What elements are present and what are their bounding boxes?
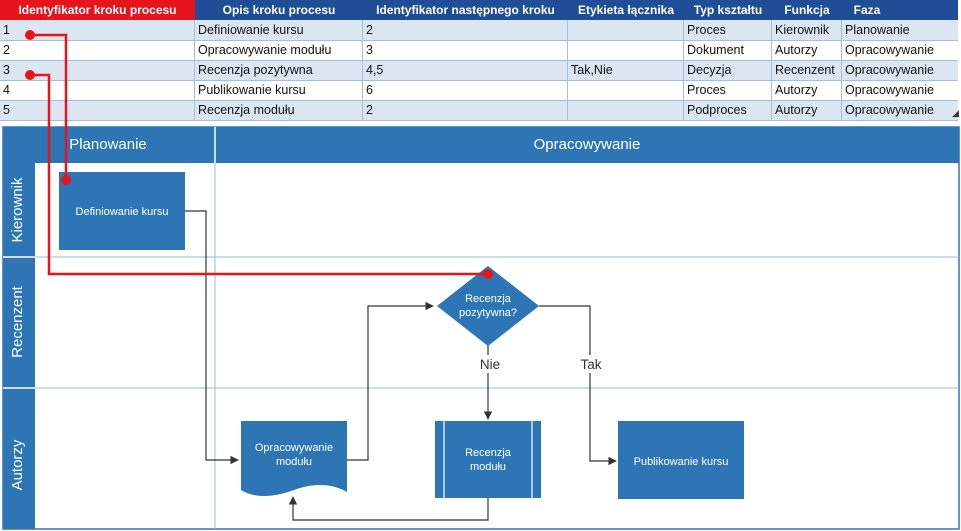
cell-step-desc[interactable]: Recenzja pozytywna [198,63,313,77]
lane-label-reviewer[interactable]: Recenzent [9,285,26,358]
table-row[interactable]: 5 Recenzja modułu 2 Podproces Autorzy Op… [0,100,958,120]
grid-line [771,20,772,120]
shape-review-decision[interactable]: Recenzja pozytywna? [437,266,539,346]
grid-line [0,80,958,81]
cell-step-desc[interactable]: Opracowywanie modułu [198,43,332,57]
connector-label-no: Nie [480,357,500,372]
shape-label-line1: Opracowywanie [255,442,333,454]
cell-function[interactable]: Recenzent [775,63,835,77]
cell-next-step[interactable]: 4,5 [366,63,384,77]
cell-step-id[interactable]: 2 [3,43,10,57]
lane-label-manager[interactable]: Kierownik [9,177,26,243]
cell-phase[interactable]: Planowanie [845,23,910,37]
cell-next-step[interactable]: 2 [366,23,373,37]
cell-step-desc[interactable]: Publikowanie kursu [198,83,306,97]
callout-row1-to-define-course [25,30,71,185]
cell-phase[interactable]: Opracowywanie [845,83,934,97]
connector-develop-to-review[interactable] [347,301,434,461]
table-row[interactable]: 3 Recenzja pozytywna 4,5 Tak,Nie Decyzja… [0,60,958,80]
cell-phase[interactable]: Opracowywanie [845,103,934,117]
cell-function[interactable]: Autorzy [775,83,818,97]
shape-label-line1: Recenzja [465,447,512,459]
scroll-arrow-icon[interactable]: ◢ [952,108,959,118]
shape-label-line2: modułu [470,461,506,473]
table-row[interactable]: 2 Opracowywanie modułu 3 Dokument Autorz… [0,40,958,60]
grid-line [0,60,958,61]
shape-label-line1: Recenzja [465,293,512,305]
table-row[interactable]: 1 Definiowanie kursu 2 Proces Kierownik … [0,20,958,40]
cell-step-id[interactable]: 4 [3,83,10,97]
shape-label-line2: pozytywna? [459,307,517,319]
cell-step-desc[interactable]: Definiowanie kursu [198,23,304,37]
cell-step-id[interactable]: 1 [3,23,10,37]
lane-label-authors[interactable]: Autorzy [9,439,26,490]
grid-line [0,40,958,41]
shape-label-line2: modułu [276,456,312,468]
cell-step-id[interactable]: 3 [3,63,10,77]
connector-review-yes[interactable] [539,305,617,466]
phase-header-planning[interactable]: Planowanie [69,136,147,153]
col-header-step-id[interactable]: Identyfikator kroku procesu [0,0,195,20]
cell-shape-type[interactable]: Dokument [687,43,744,57]
col-header-next-step[interactable]: Identyfikator następnego kroku [376,3,555,17]
shape-publish-course[interactable]: Publikowanie kursu [618,421,744,499]
connector-module-review-to-develop[interactable] [288,496,489,521]
cell-connector-label[interactable]: Tak,Nie [571,63,613,77]
grid-line [841,20,842,120]
phase-header-development[interactable]: Opracowywanie [534,136,641,153]
cell-function[interactable]: Kierownik [775,23,830,37]
table-row[interactable]: 4 Publikowanie kursu 6 Proces Autorzy Op… [0,80,958,100]
callout-row3-to-review-decision [25,70,493,279]
col-header-function[interactable]: Funkcja [784,3,830,17]
grid-line [362,20,363,120]
cell-shape-type[interactable]: Proces [687,23,726,37]
shape-label: Definiowanie kursu [76,206,169,218]
grid-line [0,120,958,121]
cell-shape-type[interactable]: Decyzja [687,63,732,77]
connector-label-yes: Tak [580,357,601,372]
cell-step-desc[interactable]: Recenzja modułu [198,103,295,117]
table-header-row: Identyfikator kroku procesu Opis kroku p… [0,0,958,20]
cell-next-step[interactable]: 3 [366,43,373,57]
grid-line [0,100,958,101]
grid-line [194,20,195,120]
col-header-step-desc[interactable]: Opis kroku procesu [222,3,336,17]
grid-line [567,20,568,120]
cell-phase[interactable]: Opracowywanie [845,63,934,77]
shape-develop-module[interactable]: Opracowywanie modułu [241,421,347,496]
col-header-connector-label[interactable]: Etykieta łącznika [577,3,675,17]
phase-header-band [3,127,959,163]
cell-phase[interactable]: Opracowywanie [845,43,934,57]
cell-shape-type[interactable]: Proces [687,83,726,97]
cell-shape-type[interactable]: Podproces [687,103,747,117]
cell-function[interactable]: Autorzy [775,43,818,57]
shape-label: Publikowanie kursu [634,456,729,468]
cell-function[interactable]: Autorzy [775,103,818,117]
connector-define-to-develop[interactable] [185,210,239,465]
cell-next-step[interactable]: 2 [366,103,373,117]
col-header-phase[interactable]: Faza [853,3,881,17]
lane-label-column [3,163,35,529]
shape-module-review-subprocess[interactable]: Recenzja modułu [435,421,541,498]
cell-step-id[interactable]: 5 [3,103,10,117]
col-header-shape-type[interactable]: Typ kształtu [693,3,763,17]
cell-next-step[interactable]: 6 [366,83,373,97]
shape-define-course[interactable]: Definiowanie kursu [59,172,185,250]
grid-line [683,20,684,120]
